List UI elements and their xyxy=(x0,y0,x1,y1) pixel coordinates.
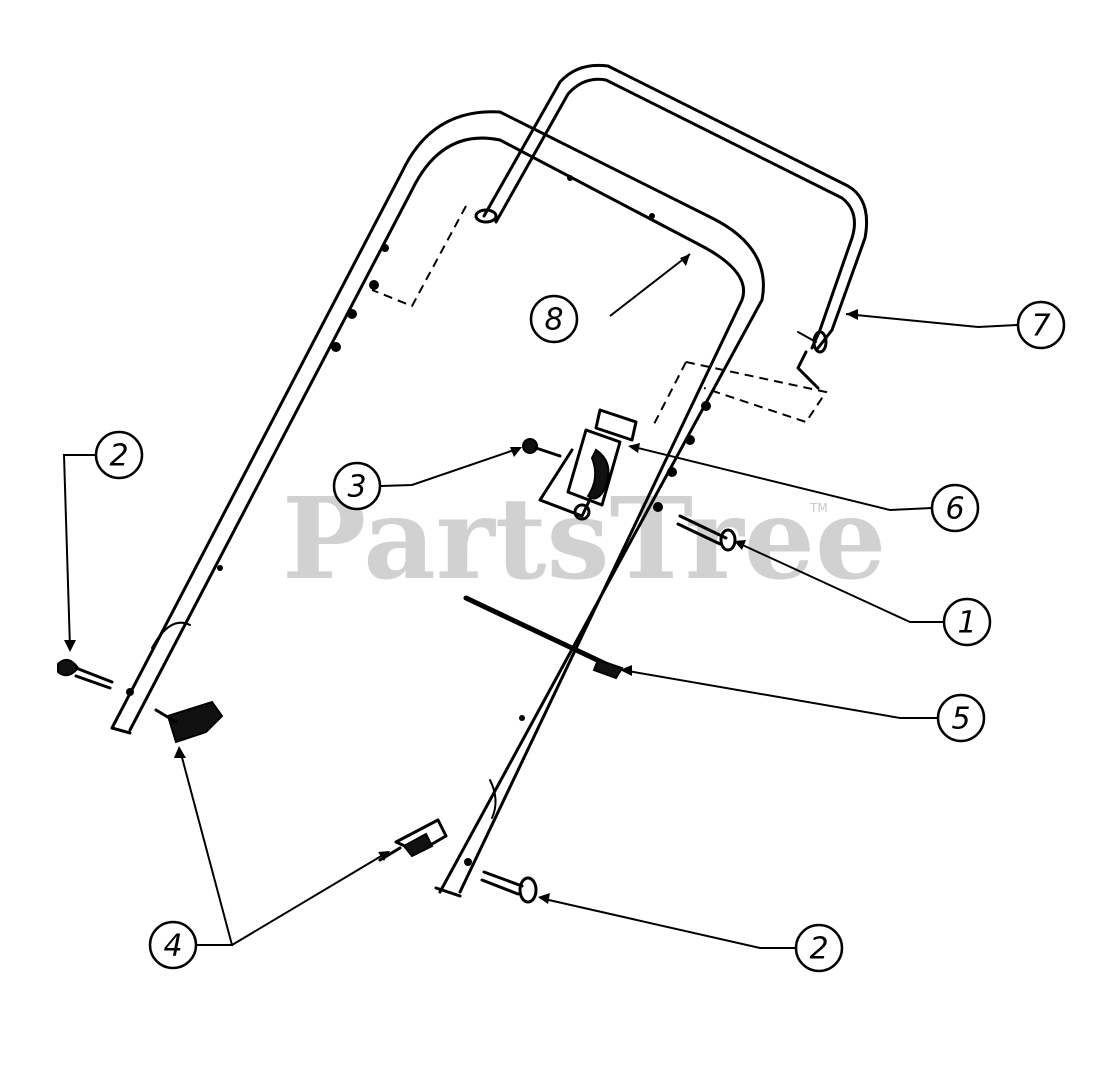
callout-6-label: 6 xyxy=(945,492,964,527)
leader-lines xyxy=(62,253,1019,949)
callout-2-right-label: 2 xyxy=(809,932,828,967)
callout-2-left-label: 2 xyxy=(109,439,128,474)
callout-6[interactable]: 6 xyxy=(930,483,980,533)
callout-1-label: 1 xyxy=(957,606,976,641)
callout-5-label: 5 xyxy=(951,702,970,737)
bolt-part-2-right xyxy=(480,870,538,904)
assembly-lines xyxy=(371,205,828,429)
lower-handle xyxy=(110,110,765,898)
watermark: PartsTree TM xyxy=(282,474,886,605)
callout-3[interactable]: 3 xyxy=(332,461,382,511)
bolt-part-1 xyxy=(676,514,737,552)
watermark-text: PartsTree xyxy=(282,474,886,605)
callout-2-right[interactable]: 2 xyxy=(794,923,844,973)
watermark-trademark: TM xyxy=(809,501,828,515)
callout-3-label: 3 xyxy=(347,470,366,505)
bolt-part-3 xyxy=(522,438,562,458)
upper-handle xyxy=(474,63,869,390)
callout-7-label: 7 xyxy=(1031,309,1050,344)
callout-4[interactable]: 4 xyxy=(148,920,198,970)
knob-part-4-right xyxy=(378,818,448,862)
callout-4-label: 4 xyxy=(163,929,182,964)
callout-8-label: 8 xyxy=(544,303,563,338)
callout-1[interactable]: 1 xyxy=(942,597,992,647)
control-bracket-part xyxy=(538,408,638,521)
callout-8[interactable]: 8 xyxy=(529,294,579,344)
callout-7[interactable]: 7 xyxy=(1016,300,1066,350)
knob-part-4-left xyxy=(154,700,224,744)
callout-5[interactable]: 5 xyxy=(936,693,986,743)
bolt-part-2-left xyxy=(57,658,114,690)
cable-part-5 xyxy=(463,595,624,680)
callout-2-left[interactable]: 2 xyxy=(94,430,144,480)
